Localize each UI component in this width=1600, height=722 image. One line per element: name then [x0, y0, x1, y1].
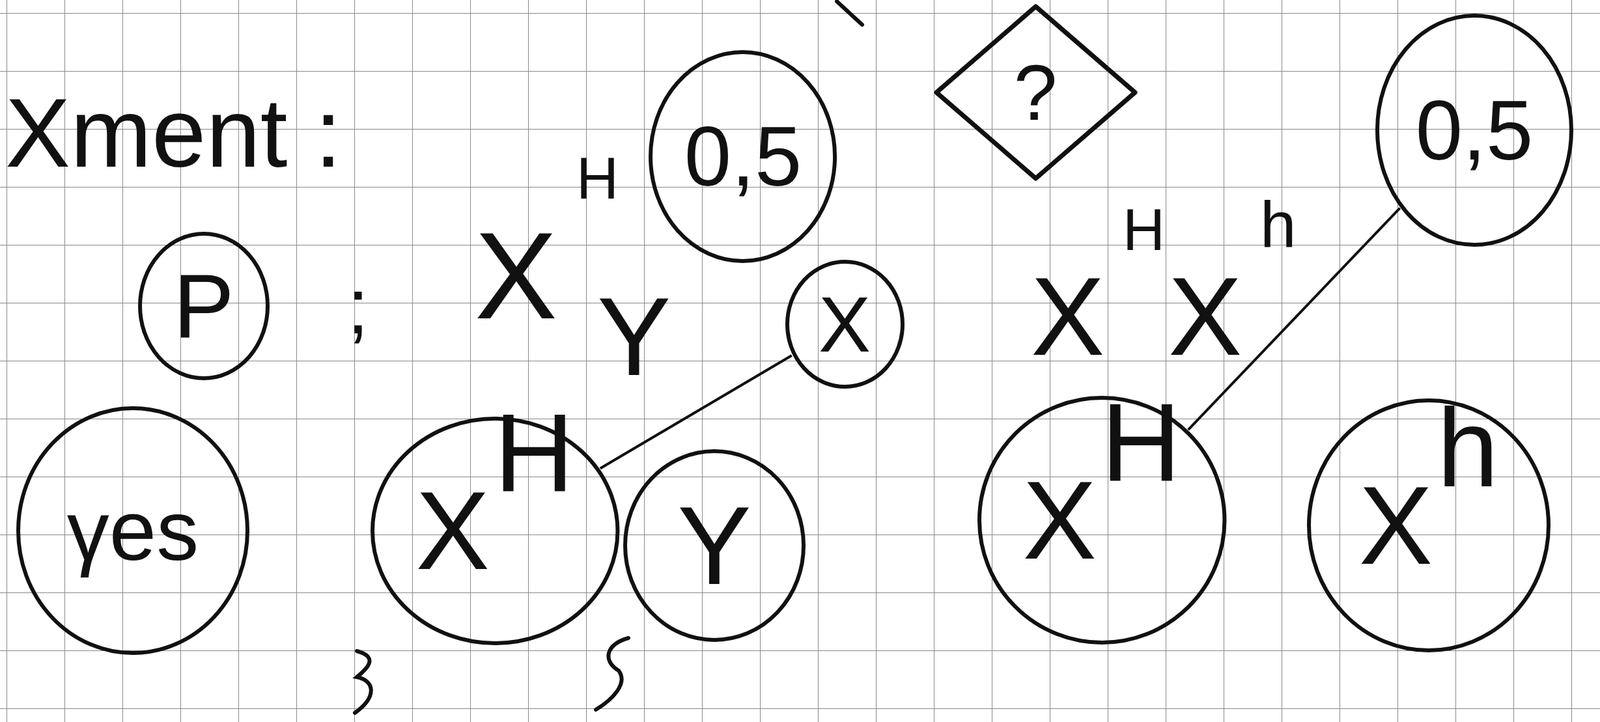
circle-outline	[140, 233, 268, 379]
squiggle-mark	[595, 638, 629, 710]
pen-stroke	[836, 1, 863, 25]
handwritten-label: X	[1168, 261, 1242, 372]
circled-term: X	[784, 259, 906, 390]
diamond-outline	[936, 6, 1136, 179]
squiggle-mark	[354, 651, 372, 714]
handwritten-label: h	[1260, 192, 1297, 258]
handwritten-label: X	[474, 213, 558, 338]
circled-term: XH	[976, 395, 1227, 646]
node-content: XH	[976, 395, 1227, 646]
node-text: 0,5	[1415, 87, 1534, 173]
circle-outline	[625, 451, 804, 641]
circle-outline	[1308, 400, 1549, 651]
node-content: XH	[369, 416, 620, 646]
circle-outline	[650, 52, 835, 262]
handwritten-label: H	[576, 149, 619, 208]
decision-diamond: ?	[933, 3, 1138, 182]
superscript-allele: H	[1101, 387, 1182, 499]
node-text: 0,5	[684, 113, 803, 199]
circled-term: P	[137, 231, 271, 381]
node-content: γes	[15, 405, 251, 656]
node-text: X	[1359, 470, 1433, 581]
circle-outline	[18, 408, 248, 654]
node-text: X	[416, 475, 490, 587]
handwritten-label: H	[1122, 200, 1165, 260]
circled-term: Y	[622, 448, 807, 643]
node-content: Xh	[1306, 397, 1552, 654]
node-text: ?	[1013, 53, 1058, 132]
node-content: 0,5	[1374, 13, 1574, 248]
superscript-allele: h	[1437, 392, 1500, 504]
handwritten-label: X	[1030, 261, 1105, 372]
circle-outline	[787, 261, 903, 387]
circled-term: 0,5	[1374, 13, 1574, 248]
handwritten-label: ;	[347, 266, 369, 346]
node-text: Y	[677, 490, 751, 602]
circled-term: Xh	[1306, 397, 1552, 654]
superscript-allele: H	[494, 397, 575, 509]
node-content: 0,5	[647, 49, 838, 264]
circled-term: γes	[15, 405, 251, 656]
node-content: Y	[622, 448, 807, 643]
node-content: X	[784, 259, 906, 390]
node-text: X	[818, 285, 871, 364]
node-text: X	[1023, 464, 1097, 576]
node-text: γes	[67, 488, 199, 574]
circled-term: XH	[369, 416, 620, 646]
handwritten-label: Xment :	[5, 84, 342, 182]
circle-outline	[1377, 15, 1572, 245]
handwritten-label: Y	[597, 281, 671, 393]
circled-term: 0,5	[647, 49, 838, 264]
node-content: ?	[933, 3, 1138, 182]
node-content: P	[137, 231, 271, 381]
node-text: P	[173, 260, 234, 352]
